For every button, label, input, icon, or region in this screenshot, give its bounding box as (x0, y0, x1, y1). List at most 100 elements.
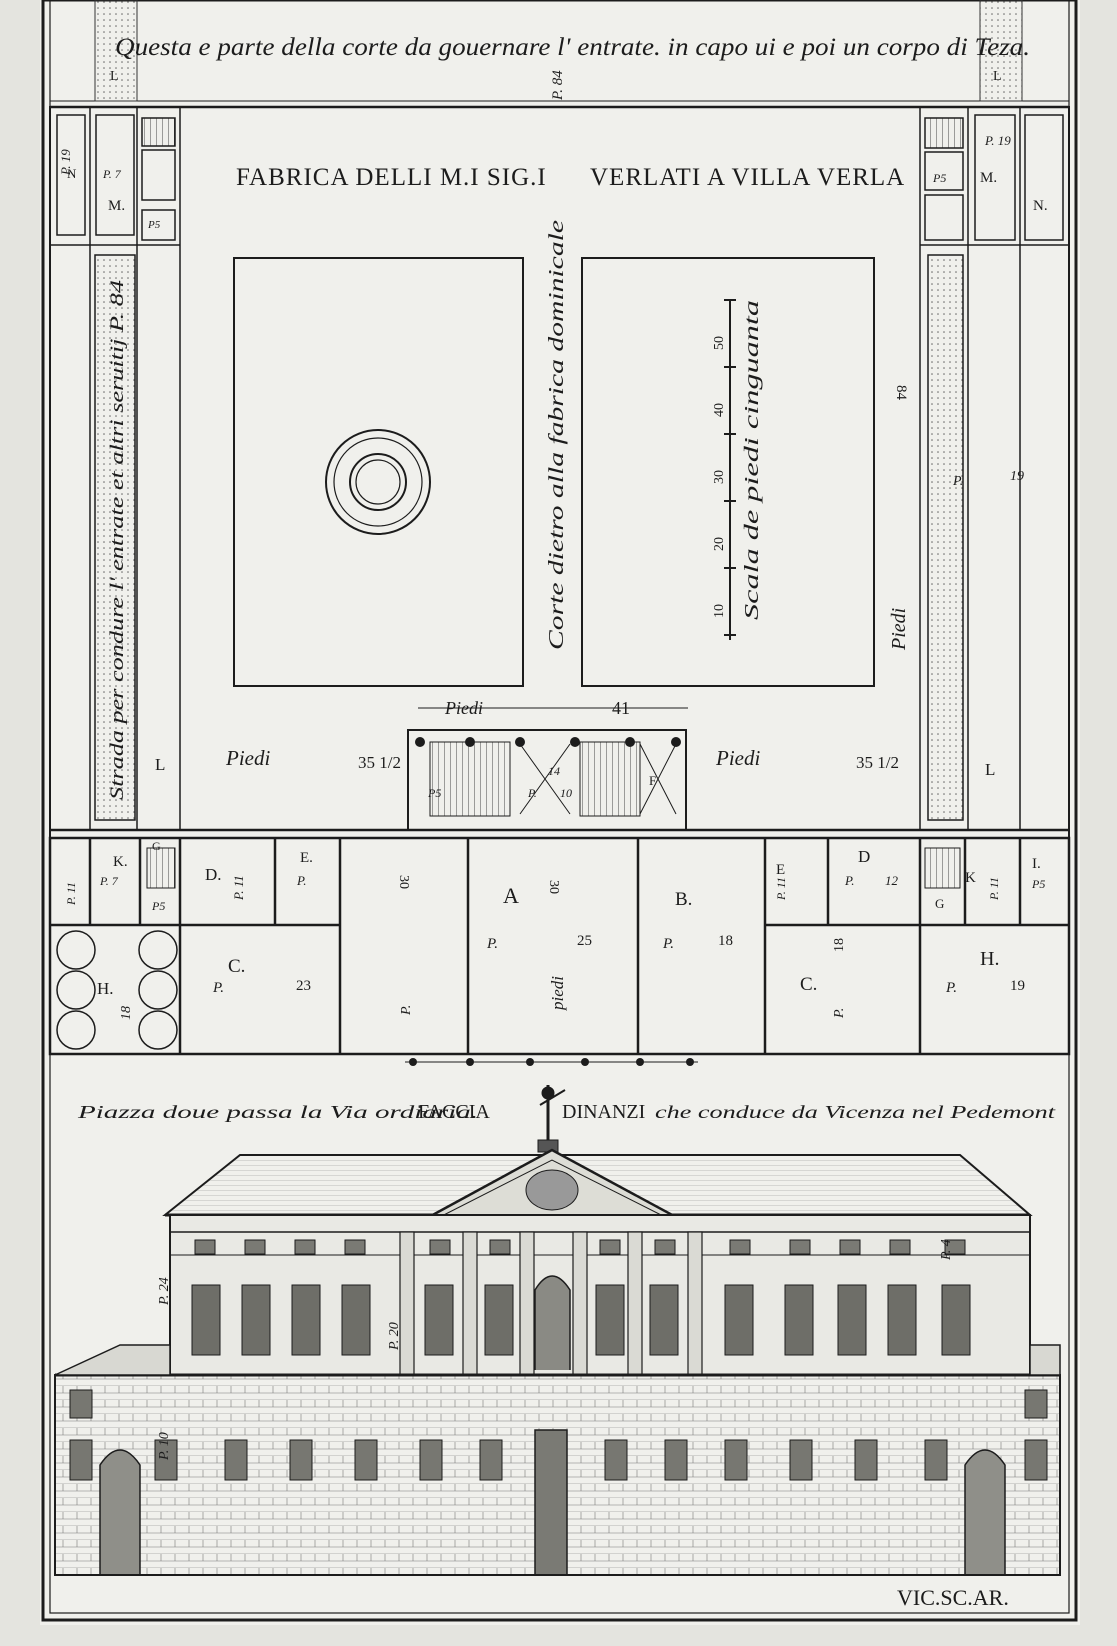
room-D-left: D. (205, 865, 222, 884)
letter-M-right: M. (980, 170, 997, 186)
left-service-wing (50, 107, 181, 830)
scale-label: Scala de piedi cinguanta (741, 300, 763, 620)
loggia-dim-p5: P5 (427, 786, 441, 800)
top-caption: Questa e parte della corte da gouernare … (115, 34, 1030, 61)
dim-room-30: 30 (396, 875, 411, 889)
dim-D-right-12: 12 (885, 873, 899, 888)
dim-E-right-11: P. 11 (774, 877, 788, 901)
loggia-dim-14: 14 (548, 764, 560, 778)
dim-D-right-p: P. (844, 873, 855, 888)
dim-D-left-11: P. 11 (231, 875, 246, 901)
scale-tick-30: 30 (712, 470, 727, 484)
dim-p5-left: P5 (147, 219, 161, 231)
side-dim-left-value: 35 1/2 (358, 753, 401, 772)
engraver-signature: VIC.SC.AR. (897, 1585, 1009, 1610)
dim-p-right-strip: P. (952, 474, 963, 489)
elev-dim-10: P. 10 (157, 1432, 172, 1461)
storage-barrels (56, 930, 178, 1050)
dim-p5-right: P5 (932, 171, 946, 185)
room-C-right: C. (800, 974, 817, 995)
elev-dim-4: P. 4 (939, 1239, 954, 1261)
dim-C-right-p: P. (832, 1008, 847, 1019)
dim-A-piedi: piedi (548, 976, 567, 1011)
letter-L-right: L (985, 760, 995, 779)
letter-L-top-right: L (993, 69, 1002, 84)
scale-tick-50: 50 (712, 336, 727, 350)
dim-19-right-strip: 19 (1010, 469, 1024, 484)
dim-A-30: 30 (546, 880, 561, 894)
dim-p7-left: P. 7 (102, 167, 122, 181)
elevation-caption-dinanzi: DINANZI (562, 1101, 645, 1123)
fountain (325, 429, 431, 535)
courtyard-panels (233, 257, 875, 687)
loggia-dim-10: 10 (560, 786, 572, 800)
dim-p19-right: P. 19 (984, 133, 1011, 148)
scale-tick-40: 40 (712, 403, 727, 417)
loggia-dimension: Piedi 41 (418, 698, 688, 718)
dim-room-p: P. (399, 1005, 414, 1016)
rear-loggia (407, 729, 687, 831)
dim-H-left-p18: 18 (119, 1006, 134, 1020)
roof-statue (537, 1085, 566, 1153)
room-H-right: H. (980, 948, 999, 970)
loggia-dim-p: P. (527, 786, 537, 800)
room-E-right: E (776, 862, 785, 878)
dim-H-right-p: P. (945, 980, 957, 996)
right-dim-84: 84 (893, 385, 909, 401)
dim-A-p: P. (486, 936, 498, 952)
side-dim-right-label: Piedi (715, 746, 760, 770)
dim-E-left-p2: P. (296, 873, 307, 888)
dim-B-p: P. (662, 936, 674, 952)
left-dim-19: P. 19 (58, 149, 73, 176)
letter-F: F (649, 773, 656, 788)
dim-K-left-p5: P5 (151, 899, 165, 913)
letter-M-left: M. (108, 198, 125, 214)
elevation-caption-faccia: FACCIA (418, 1101, 490, 1123)
house-plan (48, 836, 1071, 1056)
dim-H-right-19: 19 (1010, 978, 1025, 994)
room-H-left: H. (97, 979, 114, 998)
room-C-left: C. (228, 956, 245, 977)
left-street-label: Strada per condure l' entrate et altri s… (107, 279, 128, 800)
title-right: VERLATI A VILLA VERLA (590, 164, 905, 191)
right-dim-piedi: Piedi (888, 608, 910, 651)
facade-elevation (54, 1085, 1061, 1576)
loggia-dim-label: Piedi (444, 698, 483, 718)
dim-C-right-18: 18 (832, 938, 847, 952)
dim-B-18: 18 (718, 933, 733, 949)
scale-tick-10: 10 (712, 604, 727, 618)
room-E-left: E. (300, 850, 313, 866)
top-dimension: P. 84 (550, 70, 566, 101)
elevation-caption-right: che conduce da Vicenza nel Pedemont (655, 1102, 1056, 1122)
room-K-left: K. (113, 854, 128, 870)
dim-left-p11: P. 11 (64, 882, 78, 906)
room-B: B. (675, 889, 692, 910)
letter-L-left: L (155, 755, 165, 774)
letter-N-right: N. (1033, 198, 1048, 214)
room-G-right: G (935, 896, 944, 911)
dim-C-left-23: 23 (296, 978, 311, 994)
elev-dim-20: P. 20 (387, 1322, 402, 1351)
scale-tick-20: 20 (712, 537, 727, 551)
courtyard-label: Corte dietro alla fabrica dominicale (544, 220, 568, 650)
letter-N-left: N (67, 166, 77, 181)
right-service-wing (919, 107, 1069, 830)
elevation-caption-left: Piazza doue passa la Via ordiaria. (76, 1102, 478, 1122)
room-G-left: G (152, 839, 161, 853)
scale-bar: 10 20 30 40 50 Scala de piedi cinguanta (712, 299, 763, 640)
room-A: A (503, 883, 519, 908)
letter-L-top-left: L (110, 69, 119, 84)
side-dim-left-label: Piedi (225, 746, 270, 770)
room-D-right: D (858, 847, 870, 866)
dim-K-right-11: P. 11 (987, 877, 1001, 901)
dim-C-left-p: P. (212, 980, 224, 996)
elev-dim-24: P. 24 (157, 1277, 172, 1306)
room-I: I. (1032, 856, 1041, 872)
dim-I-p5: P5 (1031, 877, 1045, 891)
dim-A-25: 25 (577, 933, 592, 949)
loggia-dim-value: 41 (612, 698, 630, 718)
title-left: FABRICA DELLI M.I SIG.I (236, 164, 547, 191)
side-dim-right-value: 35 1/2 (856, 753, 899, 772)
